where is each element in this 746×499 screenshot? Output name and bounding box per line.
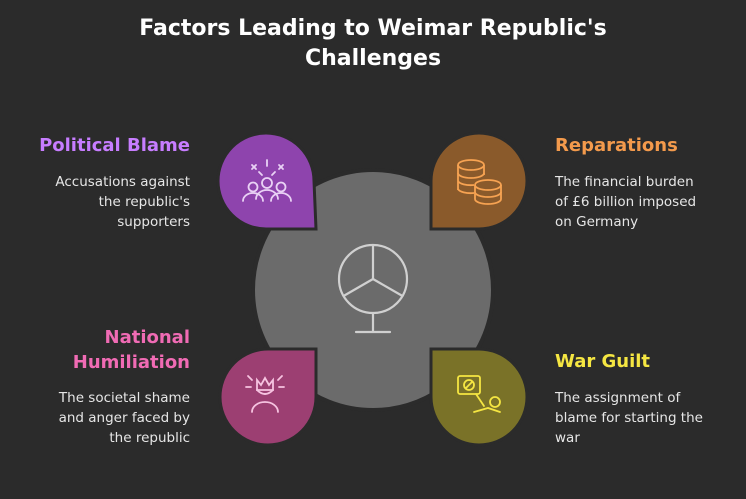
treaty-table-icon (337, 243, 409, 334)
national-humiliation-petal (218, 347, 318, 447)
ashamed-person-icon (245, 375, 285, 413)
reparations-title: Reparations (555, 135, 678, 156)
national-humiliation-title: National Humiliation (72, 327, 190, 373)
political-blame-petal (216, 131, 318, 231)
blame-sign-icon (457, 375, 501, 413)
page-title-line2: Challenges (304, 46, 442, 71)
page-title: Factors Leading to Weimar Republic's Cha… (0, 14, 746, 74)
political-blame-description: Accusations against the republic's suppo… (55, 174, 190, 230)
page-title-line1: Factors Leading to Weimar Republic's (139, 16, 607, 41)
coins-icon (457, 159, 502, 205)
national-humiliation-description: The societal shame and anger faced by th… (58, 390, 190, 446)
crowd-icon (242, 159, 292, 202)
war-guilt-description: The assignment of blame for starting the… (555, 390, 703, 446)
political-blame-title: Political Blame (39, 135, 190, 156)
reparations-description: The financial burden of £6 billion impos… (555, 174, 697, 230)
war-guilt-title: War Guilt (555, 351, 651, 372)
